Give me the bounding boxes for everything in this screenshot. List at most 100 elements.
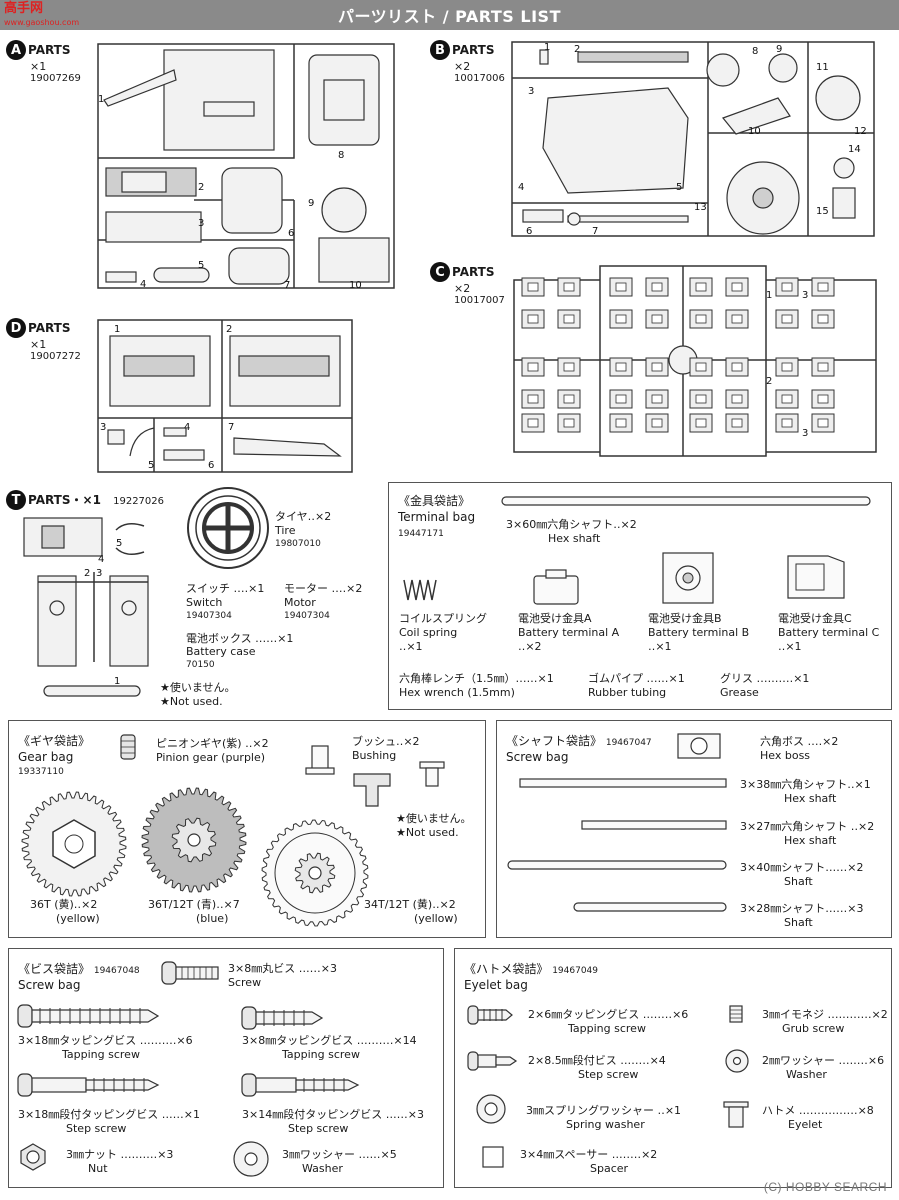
parts-d-num-1: 1 — [114, 324, 120, 335]
hex-shaft-38-icon — [519, 778, 727, 788]
step-screw-2x85-icon — [467, 1051, 518, 1071]
nut-en: Nut — [88, 1162, 108, 1175]
battery-terminal-a-icon — [533, 569, 579, 605]
shaft-27-jp: 3×27㎜六角シャフト ‥×2 — [740, 820, 875, 833]
parts-a-num-1: 1 — [98, 94, 104, 105]
terminal-bag-title-en: Terminal bag — [398, 510, 476, 524]
screw-3x8-icon — [161, 961, 219, 985]
hex-shaft-27-icon — [581, 820, 727, 830]
parts-d-qty: ×1 — [30, 338, 47, 351]
grub-jp: 3㎜イモネジ ‥‥‥‥‥‥×2 — [762, 1008, 888, 1021]
battery-terminal-b-icon — [662, 552, 714, 604]
parts-b-num-2: 2 — [574, 44, 580, 55]
tire-icon — [187, 487, 269, 569]
nut-icon — [20, 1143, 46, 1171]
parts-a-num-10: 10 — [349, 280, 362, 291]
parts-a-num-3: 3 — [198, 218, 204, 229]
parts-c-runner: 1 2 3 3 — [510, 262, 880, 460]
parts-b-num-9: 9 — [776, 44, 782, 55]
spring-washer-jp: 3㎜スプリングワッシャー ‥×1 — [526, 1104, 682, 1117]
parts-c-letter: C — [430, 262, 450, 282]
screw-bag-code: 19467048 — [93, 966, 140, 976]
parts-a-letter: A — [6, 40, 26, 60]
coil-spring-qty: ‥×1 — [399, 640, 423, 653]
parts-b-num-10: 10 — [748, 126, 761, 137]
terminal-a-jp: 電池受け金具A — [518, 612, 592, 625]
site-logo-text: 高手网 — [4, 1, 44, 16]
coil-spring-jp: コイルスプリング — [399, 612, 487, 625]
tap-3x8-jp: 3×8㎜タッピングビス ‥‥‥‥‥×14 — [242, 1034, 417, 1047]
tapping-screw-3x18-icon — [17, 1004, 160, 1028]
step-3x14-jp: 3×14㎜段付タッピングビス ‥‥‥×3 — [242, 1108, 424, 1121]
screw-bag-title-jp: 《ビス袋詰》 — [18, 962, 91, 976]
parts-d-num-4: 4 — [184, 422, 190, 433]
screw-3x8-jp: 3×8㎜丸ビス ‥‥‥×3 — [228, 962, 337, 975]
pinion-jp: ピニオンギヤ(紫) ‥×2 — [156, 737, 269, 750]
tap-2x6-jp: 2×6㎜タッピングビス ‥‥‥‥×6 — [528, 1008, 689, 1021]
parts-t-num-2: 2 — [84, 568, 90, 579]
gear-36-jp: 36T (黄)‥×2 — [30, 898, 98, 911]
gear-36-12-jp: 36T/12T (青)‥×7 — [148, 898, 240, 911]
switch-jp: スイッチ ‥‥×1 — [186, 582, 265, 595]
gear-34-12-en: (yellow) — [414, 912, 458, 925]
screw-3x8-en: Screw — [228, 976, 262, 989]
bushing-icon — [305, 745, 335, 775]
switch-en: Switch — [186, 596, 223, 609]
parts-d-code: 19007272 — [30, 351, 81, 362]
washer-2-jp: 2㎜ワッシャー ‥‥‥‥×6 — [762, 1054, 885, 1067]
parts-b-num-3: 3 — [528, 86, 534, 97]
gear-34-12-jp: 34T/12T (黄)‥×2 — [364, 898, 456, 911]
parts-b-runner: 1 2 3 4 5 6 7 8 9 10 11 12 13 14 15 — [508, 38, 878, 240]
gear-bag-title-en: Gear bag — [18, 750, 74, 764]
parts-b-num-15: 15 — [816, 206, 829, 217]
hex-wrench-jp: 六角棒レンチ（1.5㎜）‥‥‥×1 — [399, 672, 554, 685]
shaft-bag-code: 19467047 — [605, 738, 652, 748]
parts-t-not-used-jp: ★使いません。 — [160, 681, 236, 694]
eyelet-bag-title: 《ハトメ袋詰》 19467049 — [464, 962, 598, 978]
terminal-b-jp: 電池受け金具B — [648, 612, 722, 625]
parts-b-code: 10017006 — [454, 73, 505, 84]
hex-boss-jp: 六角ボス ‥‥×2 — [760, 735, 839, 748]
parts-d-num-3: 3 — [100, 422, 106, 433]
gear-bag-not-used-jp: ★使いません。 — [396, 812, 472, 825]
washer-2mm-icon — [725, 1049, 749, 1073]
gear-36-en: (yellow) — [56, 912, 100, 925]
hex-shaft-60-jp: 3×60㎜六角シャフト‥×2 — [506, 518, 637, 531]
parts-a-num-2: 2 — [198, 182, 204, 193]
terminal-c-en: Battery terminal C — [778, 626, 880, 639]
eyelet-bag-title-en: Eyelet bag — [464, 978, 528, 992]
terminal-b-en: Battery terminal B — [648, 626, 750, 639]
step-screw-3x14-icon — [241, 1073, 360, 1097]
parts-c-label: PARTS — [452, 264, 495, 279]
eyelet-bag-title-jp: 《ハトメ袋詰》 — [464, 962, 549, 976]
shaft-bag-title: 《シャフト袋詰》 19467047 — [506, 734, 652, 750]
shaft-bag-title-jp: 《シャフト袋詰》 — [506, 734, 603, 748]
terminal-bag-code: 19447171 — [398, 529, 444, 539]
gear-34t-12t-icon — [261, 819, 369, 927]
gear-bag-title-jp: 《ギヤ袋詰》 — [18, 734, 91, 748]
shaft-28-icon — [573, 902, 727, 912]
shaft-27-en: Hex shaft — [784, 834, 837, 847]
grub-en: Grub screw — [782, 1022, 845, 1035]
terminal-c-jp: 電池受け金具C — [778, 612, 852, 625]
parts-c-num-3b: 3 — [802, 428, 808, 439]
page-title: パーツリスト / PARTS LIST — [337, 7, 561, 26]
spring-washer-icon — [476, 1094, 506, 1124]
parts-d-num-2: 2 — [226, 324, 232, 335]
coil-spring-en: Coil spring — [399, 626, 458, 639]
parts-b-num-13: 13 — [694, 202, 707, 213]
shaft-bag-title-en: Screw bag — [506, 750, 569, 764]
parts-b-num-7: 7 — [592, 226, 598, 237]
tap-3x8-en: Tapping screw — [282, 1048, 360, 1061]
parts-t-num-4: 4 — [98, 554, 104, 565]
screw-bag-title: 《ビス袋詰》 19467048 — [18, 962, 140, 978]
parts-b-num-1: 1 — [544, 42, 550, 53]
shaft-40-icon — [507, 860, 727, 870]
gear-36t-12t-icon — [141, 787, 247, 893]
parts-a-num-7: 7 — [284, 280, 290, 291]
parts-d-num-7: 7 — [228, 422, 234, 433]
parts-t-runner: 4 5 2 3 1 — [14, 512, 174, 708]
nut-jp: 3㎜ナット ‥‥‥‥‥×3 — [66, 1148, 174, 1161]
tap-3x18-en: Tapping screw — [62, 1048, 140, 1061]
